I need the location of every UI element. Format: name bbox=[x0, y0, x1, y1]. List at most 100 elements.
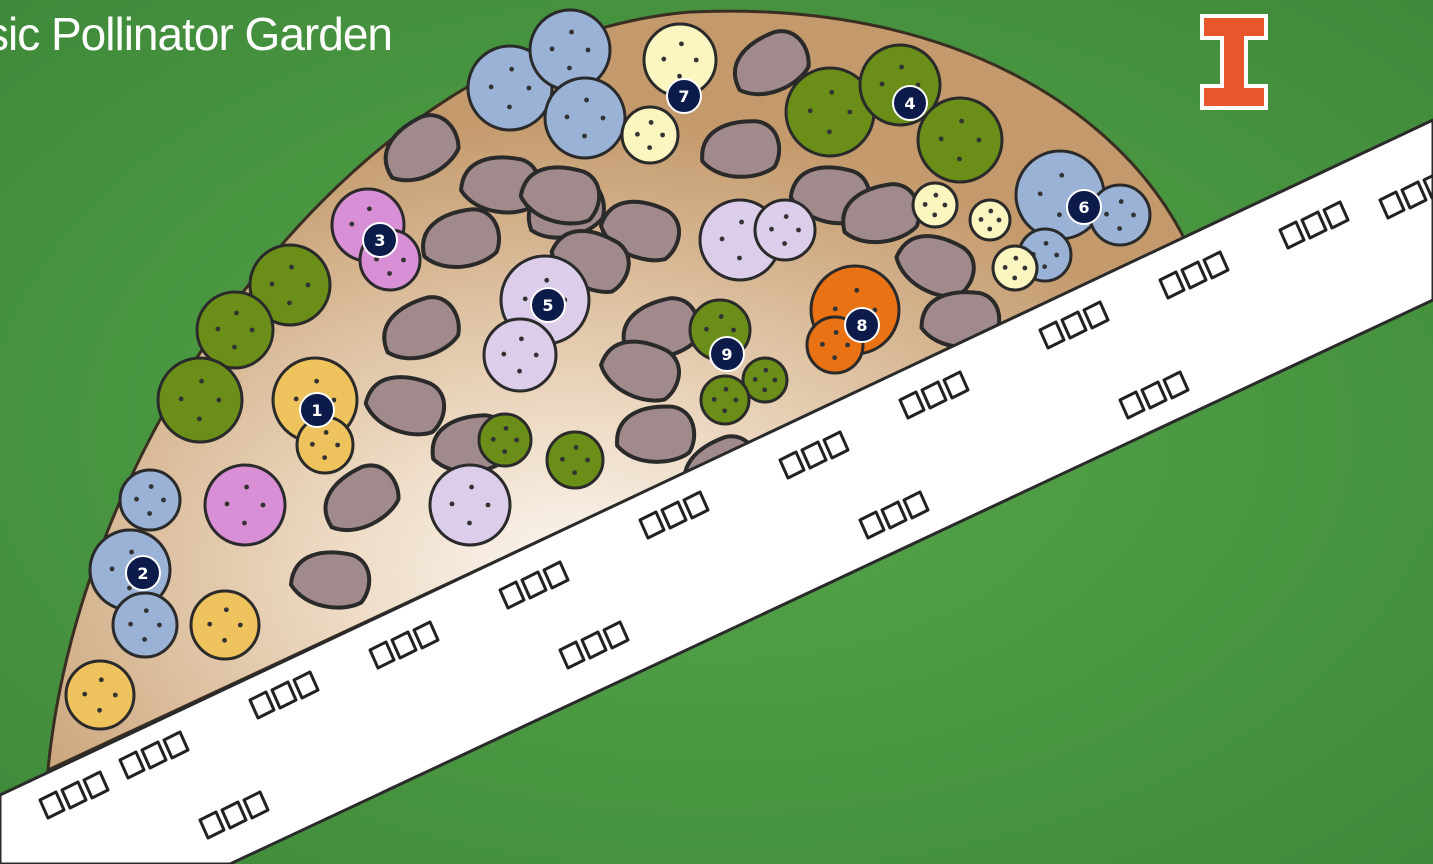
plant-texture bbox=[584, 98, 589, 103]
plant-texture bbox=[199, 379, 204, 384]
plant-texture bbox=[534, 353, 539, 358]
plant-texture bbox=[294, 396, 299, 401]
plant-texture bbox=[207, 622, 212, 627]
plant-texture bbox=[113, 693, 118, 698]
plant-cluster bbox=[701, 376, 749, 424]
plant-texture bbox=[502, 449, 507, 454]
plant-texture bbox=[769, 227, 774, 232]
plant-texture bbox=[250, 328, 255, 333]
plant-texture bbox=[147, 511, 152, 516]
plant-texture bbox=[737, 256, 742, 261]
plant-marker: 4 bbox=[893, 86, 927, 120]
plant-texture bbox=[694, 58, 699, 63]
plant-texture bbox=[820, 342, 825, 347]
plant-texture bbox=[724, 387, 729, 392]
plant-texture bbox=[467, 521, 472, 526]
plant-texture bbox=[574, 445, 579, 450]
plant-marker: 6 bbox=[1067, 190, 1101, 224]
plant-texture bbox=[834, 330, 839, 335]
plant-texture bbox=[719, 314, 724, 319]
plant-texture bbox=[179, 396, 184, 401]
plant-texture bbox=[469, 485, 474, 490]
plant-texture bbox=[601, 116, 606, 121]
plant-texture bbox=[649, 120, 654, 125]
plant-texture bbox=[808, 108, 813, 113]
plant-texture bbox=[854, 288, 859, 293]
plant-texture bbox=[1057, 212, 1062, 217]
title-line-2: n bbox=[0, 60, 392, 112]
plant-texture bbox=[367, 206, 372, 211]
marker-label: 9 bbox=[721, 345, 732, 364]
marker-label: 8 bbox=[856, 316, 867, 335]
plant-texture bbox=[932, 212, 937, 217]
plant-texture bbox=[753, 377, 758, 382]
plant-texture bbox=[324, 430, 329, 435]
plant-texture bbox=[110, 567, 115, 572]
plant-cluster bbox=[622, 107, 678, 163]
plant-texture bbox=[1119, 199, 1124, 204]
plant-cluster bbox=[430, 465, 510, 545]
plant-texture bbox=[1131, 213, 1136, 218]
plant-texture bbox=[314, 379, 319, 384]
plant-cluster bbox=[205, 465, 285, 545]
plant-cluster bbox=[755, 200, 815, 260]
plant-texture bbox=[569, 30, 574, 35]
plant-texture bbox=[635, 132, 640, 137]
plant-texture bbox=[943, 203, 948, 208]
plant-texture bbox=[197, 416, 202, 421]
plant-texture bbox=[489, 84, 494, 89]
plant-texture bbox=[939, 136, 944, 141]
plant-texture bbox=[310, 442, 315, 447]
plant-texture bbox=[712, 397, 717, 402]
plant-marker: 8 bbox=[845, 308, 879, 342]
plant-texture bbox=[222, 638, 227, 643]
plant-texture bbox=[847, 110, 852, 115]
plant-texture bbox=[82, 692, 87, 697]
plant-texture bbox=[242, 521, 247, 526]
plant-texture bbox=[586, 48, 591, 53]
plant-cluster bbox=[545, 78, 625, 158]
plant-texture bbox=[585, 458, 590, 463]
plant-texture bbox=[1104, 212, 1109, 217]
plant-cluster bbox=[479, 414, 531, 466]
plant-texture bbox=[134, 497, 139, 502]
plant-cluster bbox=[120, 470, 180, 530]
plant-texture bbox=[501, 352, 506, 357]
plant-cluster bbox=[913, 183, 957, 227]
plant-texture bbox=[349, 222, 354, 227]
plant-texture bbox=[1012, 275, 1017, 280]
plant-texture bbox=[660, 133, 665, 138]
plant-texture bbox=[514, 438, 519, 443]
plant-texture bbox=[261, 503, 266, 508]
plant-cluster bbox=[484, 319, 556, 391]
plant-texture bbox=[567, 66, 572, 71]
plant-texture bbox=[128, 622, 133, 627]
plant-texture bbox=[234, 311, 239, 316]
plant-texture bbox=[224, 607, 229, 612]
plant-texture bbox=[1117, 226, 1122, 231]
marker-label: 1 bbox=[311, 401, 322, 420]
plant-marker: 1 bbox=[300, 393, 334, 427]
plant-texture bbox=[899, 65, 904, 70]
plant-texture bbox=[527, 86, 532, 91]
plant-texture bbox=[845, 343, 850, 348]
plant-texture bbox=[225, 502, 230, 507]
plant-texture bbox=[733, 398, 738, 403]
plant-texture bbox=[387, 271, 392, 276]
plant-texture bbox=[1038, 191, 1043, 196]
plant-texture bbox=[335, 443, 340, 448]
plant-texture bbox=[784, 214, 789, 219]
plant-texture bbox=[832, 355, 837, 360]
plant-texture bbox=[763, 368, 768, 373]
plant-texture bbox=[679, 41, 684, 46]
plant-texture bbox=[142, 637, 147, 642]
plant-texture bbox=[306, 283, 311, 288]
plant-cluster bbox=[158, 358, 242, 442]
plant-texture bbox=[796, 228, 801, 233]
plant-marker: 7 bbox=[667, 79, 701, 113]
marker-label: 6 bbox=[1078, 198, 1089, 217]
plant-cluster bbox=[530, 10, 610, 90]
plant-cluster bbox=[547, 432, 603, 488]
plant-texture bbox=[923, 202, 928, 207]
